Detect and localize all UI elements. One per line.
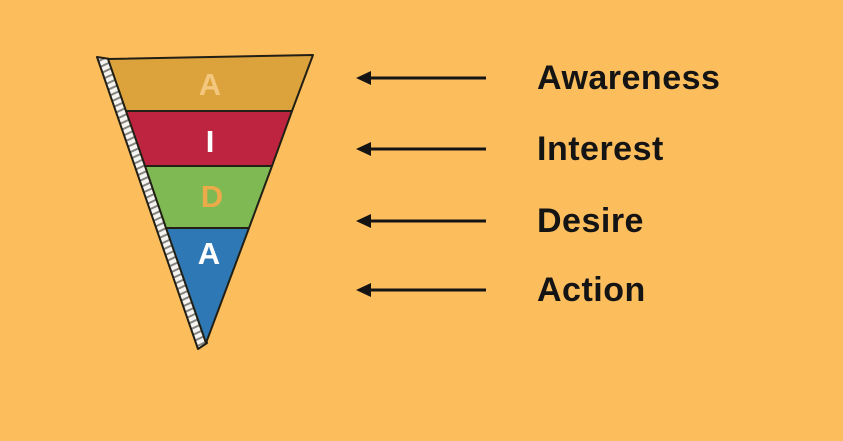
legend-row-desire: Desire bbox=[356, 201, 644, 241]
legend-label-interest: Interest bbox=[537, 130, 664, 168]
funnel-letter-interest: I bbox=[206, 124, 215, 159]
legend-row-awareness: Awareness bbox=[356, 58, 720, 98]
funnel-letter-action: A bbox=[198, 236, 220, 271]
funnel-letter-desire: D bbox=[201, 179, 223, 214]
arrow-left-icon bbox=[356, 283, 486, 297]
legend-label-desire: Desire bbox=[537, 202, 644, 240]
legend-row-action: Action bbox=[356, 270, 646, 310]
arrow-left-icon bbox=[356, 142, 486, 156]
arrow-left-icon bbox=[356, 71, 486, 85]
funnel-letter-awareness: A bbox=[199, 67, 221, 102]
arrow-left-icon bbox=[356, 214, 486, 228]
legend-label-action: Action bbox=[537, 271, 646, 309]
funnel-stage-action bbox=[165, 227, 250, 344]
legend-label-awareness: Awareness bbox=[537, 59, 721, 97]
legend-row-interest: Interest bbox=[356, 129, 664, 169]
